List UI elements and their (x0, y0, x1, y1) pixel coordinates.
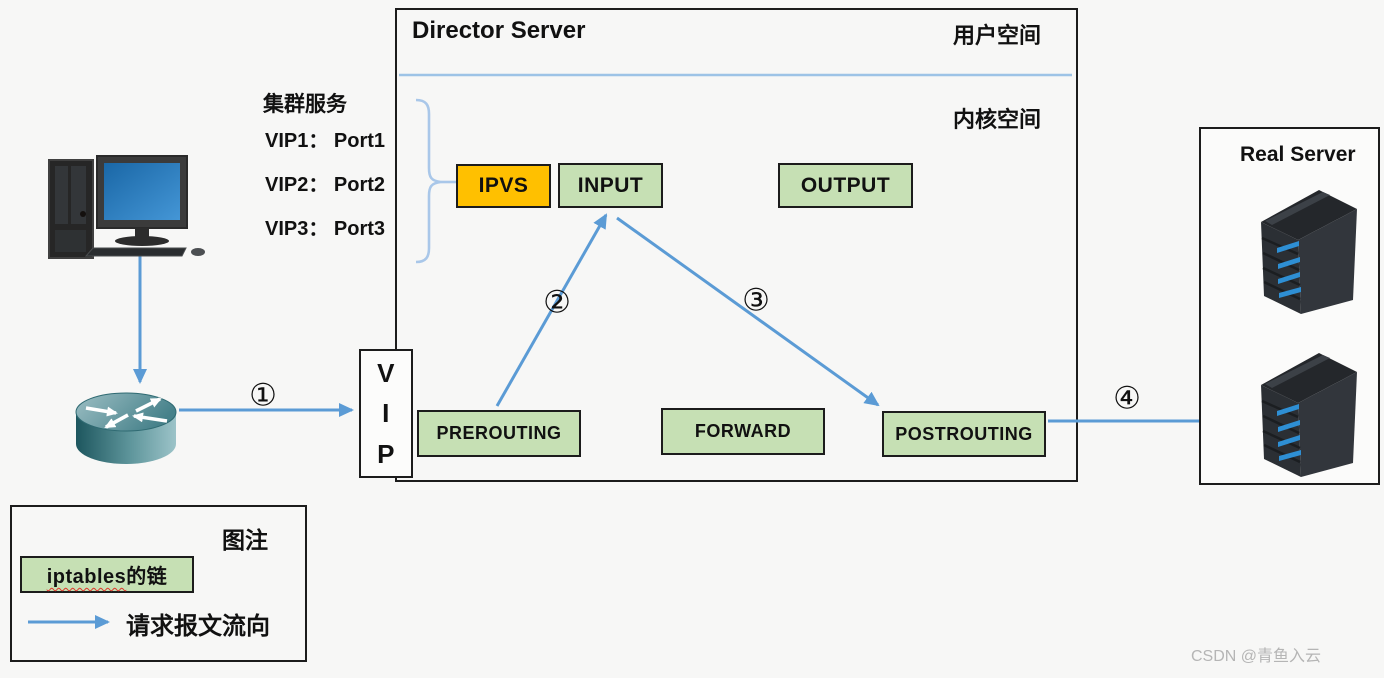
router-icon (75, 392, 177, 464)
prerouting-chain-box: PREROUTING (417, 410, 581, 457)
director-server-title: Director Server (412, 17, 586, 44)
forward-chain-box: FORWARD (661, 408, 825, 455)
postrouting-chain-box: POSTROUTING (882, 411, 1046, 457)
legend-arrow-label: 请求报文流向 (126, 613, 270, 640)
output-label: OUTPUT (800, 173, 891, 197)
cluster-brace (415, 98, 442, 264)
ipvs-label: IPVS (478, 174, 529, 197)
vip-letter-v: V (377, 358, 395, 389)
vip-box: V I P (359, 349, 413, 478)
cluster-vip1: VIP1： Port1 (265, 130, 386, 152)
legend-frame (10, 505, 307, 662)
flow-step-1: ① (249, 377, 277, 414)
cluster-vip2: VIP2： Port2 (265, 174, 386, 196)
cluster-service-heading: 集群服务 (263, 93, 347, 116)
kernel-space-label: 内核空间 (953, 107, 1042, 132)
ipvs-box: IPVS (456, 164, 551, 208)
watermark: CSDN @青鱼入云 (1191, 648, 1322, 665)
director-server-frame (395, 8, 1078, 482)
vip-letter-p: P (377, 438, 395, 469)
user-space-label: 用户空间 (953, 23, 1042, 48)
desktop-computer-icon (48, 155, 205, 259)
legend-chain-label-zh: 的链 (126, 566, 168, 588)
vip-letter-i: I (382, 398, 390, 429)
legend-title: 图注 (222, 527, 268, 553)
cluster-vip3: VIP3： Port3 (265, 218, 386, 240)
legend-chain-label: iptables的链 (47, 560, 168, 589)
input-label: INPUT (577, 173, 644, 197)
real-server-2-icon (1259, 351, 1359, 479)
input-chain-box: INPUT (558, 163, 663, 208)
legend-chain-label-en: iptables (46, 566, 127, 588)
arrow-input-to-postrouting (616, 216, 880, 407)
forward-label: FORWARD (694, 421, 792, 441)
prerouting-label: PREROUTING (436, 423, 562, 443)
flow-step-3: ③ (742, 282, 770, 319)
output-chain-box: OUTPUT (778, 163, 913, 208)
real-server-title: Real Server (1240, 143, 1356, 166)
flow-step-2: ② (543, 284, 571, 321)
real-servers-layer (1259, 188, 1359, 479)
postrouting-label: POSTROUTING (895, 423, 1033, 444)
flow-step-4: ④ (1113, 380, 1141, 417)
legend-chain-sample-box: iptables的链 (20, 556, 194, 593)
arrow-prerouting-to-input (495, 213, 608, 407)
real-server-1-icon (1259, 188, 1359, 316)
